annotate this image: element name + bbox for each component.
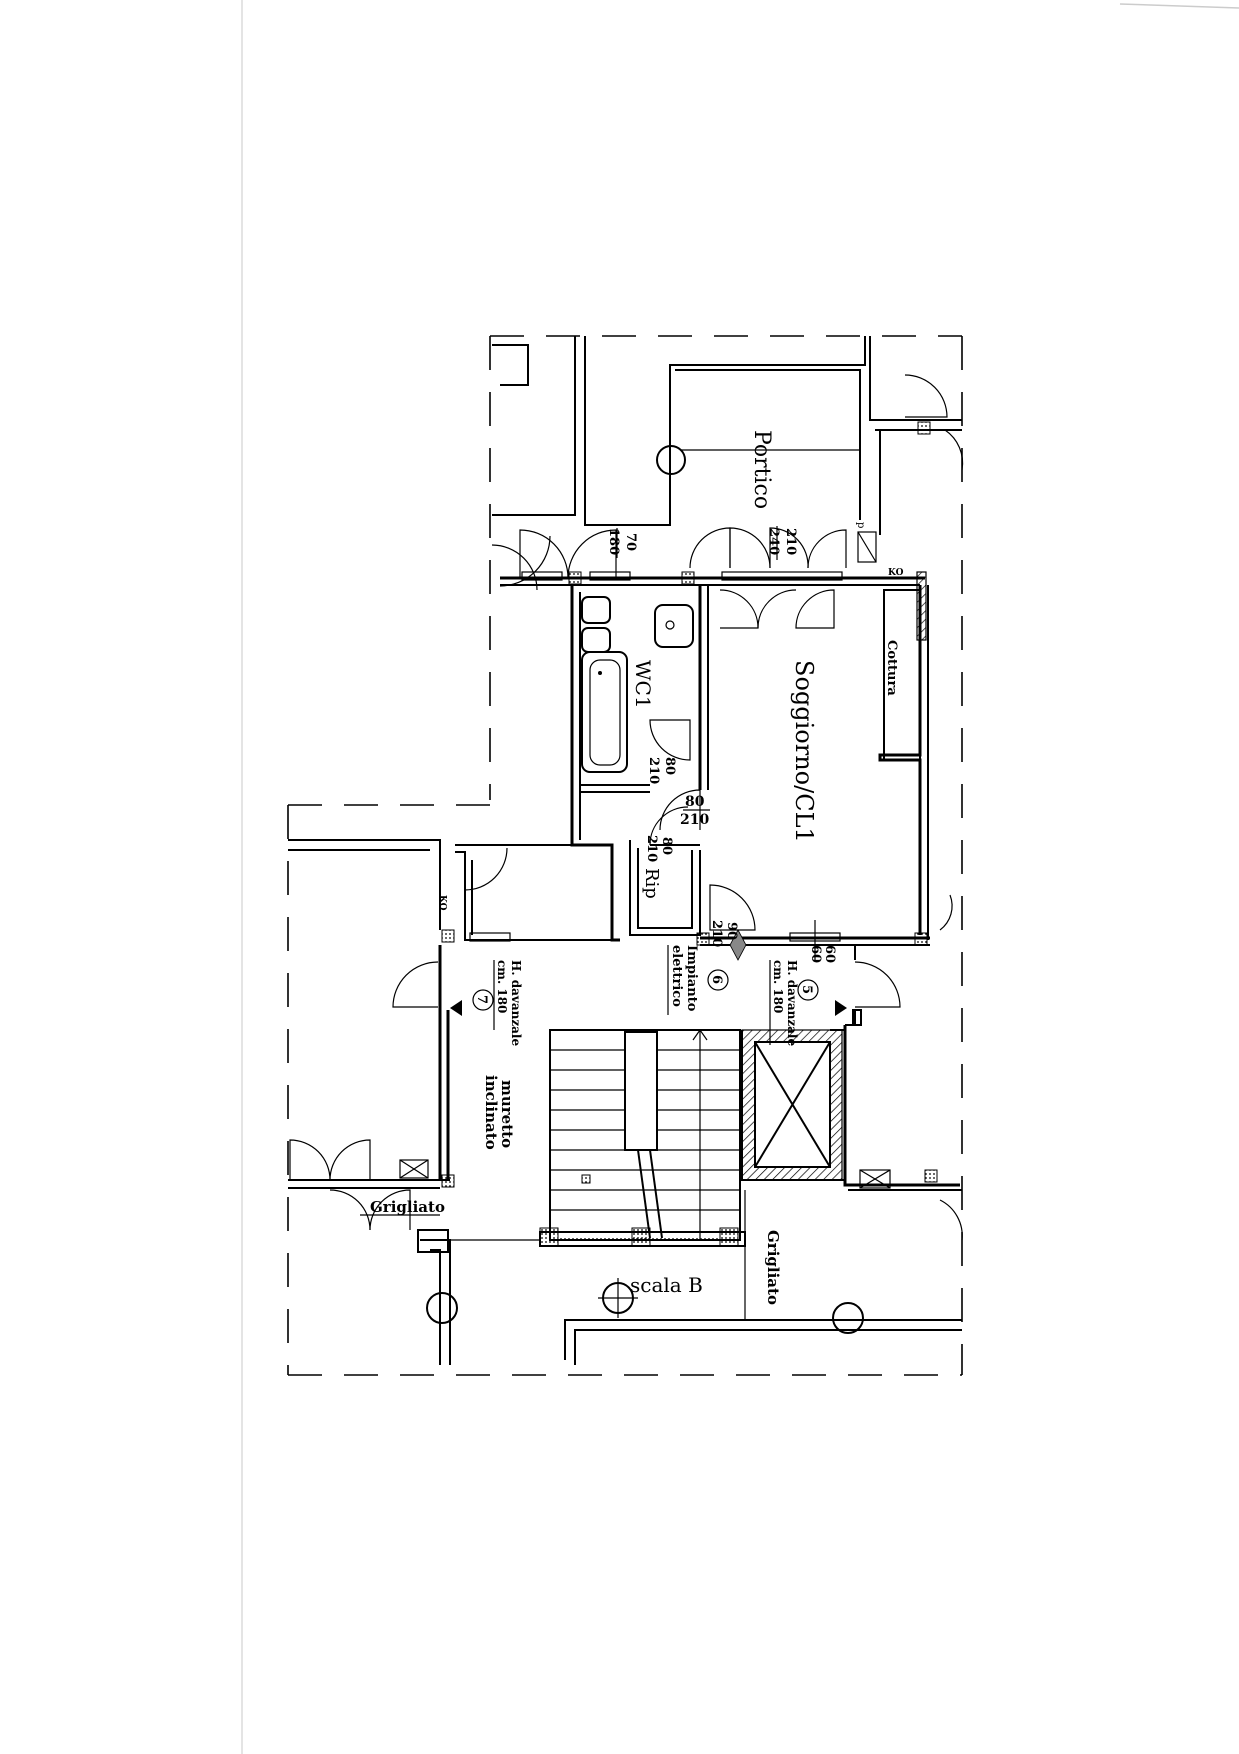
marker-7-circle [472, 989, 494, 1011]
label-grigliato-left: Grigliato [370, 1198, 445, 1216]
scan-edge-top [1119, 3, 1239, 9]
lift-shaft [741, 1029, 846, 1181]
marker-5-circle [797, 979, 819, 1001]
marker-7: 7 [474, 995, 489, 1004]
label-rip: Rip [641, 868, 662, 899]
staircase [539, 1028, 746, 1247]
dim-wc-bottom: 210 [646, 757, 661, 784]
marker-5: 5 [799, 985, 814, 994]
impianto-line1: Impianto [684, 945, 699, 1012]
marker-6: 6 [709, 975, 724, 984]
window-marks [469, 571, 843, 960]
bidet [581, 596, 611, 624]
upper-neighbour-units [492, 336, 962, 535]
label-scala: scala B [630, 1273, 703, 1297]
downpipe-right [832, 1302, 864, 1334]
davanzale-7-line1: H. davanzale [509, 960, 523, 1046]
room-labels: Portico Soggiorno/CL1 WC1 Rip Cottura sc… [370, 430, 899, 1305]
downpipe-left [426, 1292, 458, 1324]
label-soggiorno: Soggiorno/CL1 [790, 660, 818, 843]
toilet [581, 627, 611, 653]
dim-entry-bottom: 210 [709, 920, 724, 947]
dim-entry-top: 90 [724, 922, 739, 940]
label-wc: WC1 [631, 660, 655, 709]
label-inclinato: inclinato [482, 1075, 500, 1150]
ko-left: KO [437, 895, 447, 911]
label-cottura: Cottura [884, 640, 899, 696]
dim-rip-top: 80 [659, 837, 674, 855]
washbasin [654, 604, 694, 648]
outer-boundary [287, 335, 963, 1376]
dim-portico-a-bottom: 180 [606, 528, 621, 555]
entry-arrow-7 [450, 1000, 462, 1016]
label-muretto: muretto [498, 1080, 516, 1148]
dim-window-bottom: 60 [808, 945, 823, 963]
wc-fixtures [581, 596, 694, 773]
landing-walls [288, 531, 962, 1365]
cottura-counter [883, 589, 921, 761]
downpipe-portico [656, 445, 686, 475]
davanzale-5-line1: H. davanzale [785, 960, 799, 1046]
label-grigliato-right: Grigliato [764, 1230, 782, 1305]
davanzale-5-line2: cm. 180 [771, 960, 785, 1013]
dim-hall-bottom: 210 [680, 812, 709, 828]
label-portico: Portico [749, 430, 774, 509]
insulation-hatch [916, 571, 927, 641]
entry-arrow-5 [835, 1000, 847, 1016]
dim-window-top: 60 [822, 945, 837, 963]
davanzale-7-line2: cm. 180 [495, 960, 509, 1013]
ko-right: KO [888, 568, 904, 578]
impianto-arrow [729, 929, 747, 961]
annotations: KO KO p 5 6 7 H. davanzale cm. 180 H. da… [437, 522, 904, 1046]
dim-portico-b-top: 210 [783, 528, 798, 555]
dim-hall-top: 80 [685, 794, 705, 810]
dim-rip-bottom: 210 [644, 835, 659, 862]
door-swings [289, 374, 964, 1241]
marker-6-circle [707, 969, 729, 991]
door-dimension-labels: 70 180 210 240 80 210 80 210 80 210 90 2… [606, 526, 837, 963]
p-small: p [855, 522, 866, 528]
dim-wc-top: 80 [662, 757, 677, 775]
impianto-line2: elettrico [669, 945, 684, 1007]
dim-portico-a-top: 70 [623, 533, 638, 551]
dim-portico-b-bottom: 240 [766, 528, 781, 555]
